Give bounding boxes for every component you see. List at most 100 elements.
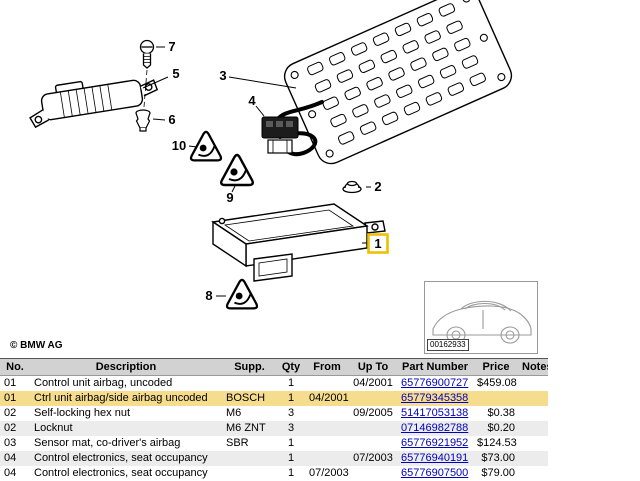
cell-price: $0.38	[473, 405, 519, 421]
cell-notes	[519, 435, 548, 451]
callout-6[interactable]: 6	[168, 112, 175, 127]
table-row: 01 Control unit airbag, uncoded 1 04/200…	[0, 375, 548, 391]
grommet	[342, 180, 362, 194]
cell-price: $124.53	[473, 435, 519, 451]
part-number-link[interactable]: 51417053138	[401, 407, 469, 419]
col-header-supp: Supp.	[222, 358, 277, 376]
sensor-module	[29, 79, 159, 129]
callout-1-highlight-box	[367, 233, 389, 254]
col-header-from: From	[305, 358, 349, 376]
cell-description: Ctrl unit airbag/side airbag uncoded	[30, 390, 222, 406]
cell-notes	[519, 465, 548, 481]
cell-from: 07/2003	[305, 465, 349, 481]
cell-from	[305, 435, 349, 451]
cell-description: Control electronics, seat occupancy	[30, 465, 222, 481]
callout-4[interactable]: 4	[248, 93, 256, 108]
warning-triangle-8	[225, 278, 259, 310]
cell-description: Control unit airbag, uncoded	[30, 375, 222, 391]
cell-notes	[519, 390, 548, 406]
callout-9[interactable]: 9	[226, 190, 233, 205]
cell-supp: BOSCH	[222, 390, 277, 406]
cell-upto: 07/2003	[349, 450, 397, 466]
cell-upto	[349, 420, 397, 436]
cell-qty: 3	[277, 405, 305, 421]
table-row: 04 Control electronics, seat occupancy 1…	[0, 450, 548, 466]
callout-2[interactable]: 2	[374, 179, 381, 194]
diagram-svg: 1 2 3 4 5 6 7 8 9 10	[29, 0, 513, 310]
callout-5[interactable]: 5	[172, 66, 179, 81]
exploded-parts-diagram: 1 2 3 4 5 6 7 8 9 10 © BMW AG 00162933	[10, 0, 538, 354]
callout-1[interactable]: 1	[374, 236, 381, 251]
cell-from	[305, 405, 349, 421]
cell-qty: 1	[277, 465, 305, 481]
cell-supp	[222, 465, 277, 481]
cell-price	[473, 390, 519, 406]
part-number-link[interactable]: 65779345358	[401, 392, 469, 404]
callout-10[interactable]: 10	[172, 138, 186, 153]
cell-qty: 1	[277, 450, 305, 466]
expansion-clip	[135, 109, 151, 132]
callout-8[interactable]: 8	[205, 288, 212, 303]
cell-qty: 1	[277, 435, 305, 451]
table-row: 02 Self-locking hex nut M6 3 09/2005 514…	[0, 405, 548, 421]
cell-qty: 3	[277, 420, 305, 436]
cell-supp: SBR	[222, 435, 277, 451]
callout-3[interactable]: 3	[219, 68, 226, 83]
cell-supp	[222, 450, 277, 466]
cell-qty: 1	[277, 390, 305, 406]
cell-no: 02	[0, 405, 30, 421]
cell-upto	[349, 465, 397, 481]
warning-triangle-9	[220, 153, 254, 187]
cell-no: 04	[0, 450, 30, 466]
screw	[139, 39, 155, 69]
parts-table: No. Description Supp. Qty From Up To Par…	[0, 358, 548, 481]
part-number-link[interactable]: 65776921952	[401, 437, 469, 449]
cell-upto: 04/2001	[349, 375, 397, 391]
cell-qty: 1	[277, 375, 305, 391]
cell-description: Sensor mat, co-driver's airbag	[30, 435, 222, 451]
cell-upto	[349, 435, 397, 451]
cell-no: 03	[0, 435, 30, 451]
table-row: 02 Locknut M6 ZNT 3 07146982788 $0.20	[0, 420, 548, 436]
col-header-qty: Qty	[277, 358, 305, 376]
cell-notes	[519, 420, 548, 436]
assembly-axis-line	[143, 69, 148, 108]
part-number-link[interactable]: 65776940191	[401, 452, 469, 464]
col-header-notes: Notes	[519, 358, 548, 376]
cell-from	[305, 450, 349, 466]
part-number-link[interactable]: 65776907500	[401, 467, 469, 479]
part-number-link[interactable]: 65776900727	[401, 377, 469, 390]
cell-notes	[519, 450, 548, 466]
wiring-harness	[261, 100, 324, 157]
control-unit	[211, 203, 386, 282]
col-header-upto: Up To	[349, 358, 397, 376]
col-header-price: Price	[473, 358, 519, 376]
callout-7[interactable]: 7	[168, 39, 175, 54]
part-number-link[interactable]: 07146982788	[401, 422, 469, 434]
leader-lines	[142, 46, 371, 297]
cell-upto: 09/2005	[349, 405, 397, 421]
table-row: 03 Sensor mat, co-driver's airbag SBR 1 …	[0, 435, 548, 451]
cell-price: $73.00	[473, 450, 519, 466]
col-header-part-number: Part Number	[397, 358, 473, 376]
cell-supp: M6 ZNT	[222, 420, 277, 436]
cell-no: 02	[0, 420, 30, 436]
table-row: 04 Control electronics, seat occupancy 1…	[0, 465, 548, 481]
cell-no: 04	[0, 465, 30, 481]
copyright-text: © BMW AG	[10, 340, 63, 351]
cell-from	[305, 420, 349, 436]
cell-description: Self-locking hex nut	[30, 405, 222, 421]
cell-no: 01	[0, 375, 30, 391]
table-header-row: No. Description Supp. Qty From Up To Par…	[0, 358, 548, 376]
col-header-no: No.	[0, 358, 30, 376]
cell-no: 01	[0, 390, 30, 406]
cell-from	[305, 375, 349, 391]
cell-price: $0.20	[473, 420, 519, 436]
cell-supp: M6	[222, 405, 277, 421]
cell-price: $79.00	[473, 465, 519, 481]
cell-notes	[519, 375, 548, 391]
cell-description: Locknut	[30, 420, 222, 436]
cell-from: 04/2001	[305, 390, 349, 406]
cell-upto	[349, 390, 397, 406]
vehicle-thumbnail: 00162933	[424, 281, 538, 354]
